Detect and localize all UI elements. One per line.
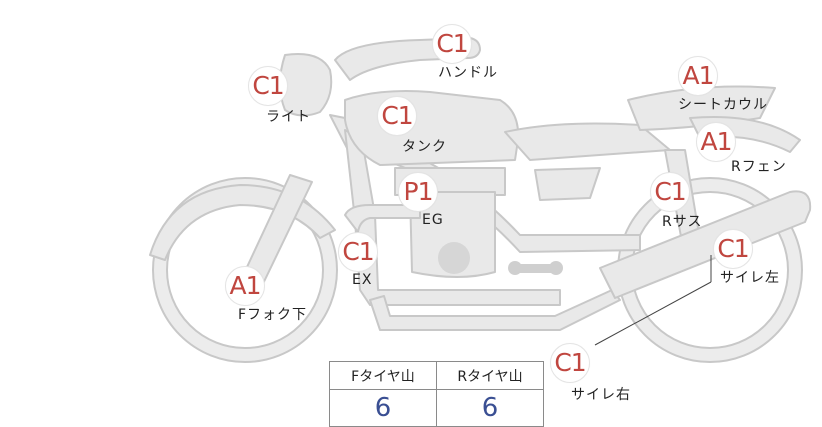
front-tire-tread-value: 6 [329, 389, 437, 427]
engine-block [409, 191, 496, 278]
engine-detail [438, 242, 470, 274]
leader-line-muffler-right [594, 281, 712, 346]
rear-tire-tread-header: Rタイヤ山 [436, 361, 544, 390]
handle-label: ハンドル [438, 65, 498, 81]
muffler-left-grade-badge: C1 [713, 229, 753, 269]
tire-tread-header-row: Fタイヤ山 Rタイヤ山 [329, 361, 544, 390]
tank-grade-badge: C1 [377, 96, 417, 136]
exhaust-label: EX [352, 272, 373, 288]
rear-fender-label: Rフェン [731, 159, 787, 175]
front-fork-label: Fフォク下 [238, 307, 308, 323]
front-tire-tread-header: Fタイヤ山 [329, 361, 437, 390]
muffler [599, 190, 812, 299]
rear-tire-tread-value: 6 [436, 389, 544, 427]
light-grade-badge: C1 [248, 66, 288, 106]
muffler-right-label: サイレ右 [571, 387, 631, 403]
light-label: ライト [266, 109, 311, 125]
tire-tread-table: Fタイヤ山 Rタイヤ山 6 6 [329, 361, 544, 427]
rear-suspension-grade-badge: C1 [650, 172, 690, 212]
seat-cowl-label: シートカウル [678, 97, 768, 113]
tire-tread-value-row: 6 6 [329, 389, 544, 427]
front-fork-grade-badge: A1 [225, 266, 265, 306]
seat-cowl-grade-badge: A1 [678, 56, 718, 96]
tank-label: タンク [402, 139, 447, 155]
side-cover [534, 167, 601, 201]
rear-fender-grade-badge: A1 [696, 122, 736, 162]
exhaust-grade-badge: C1 [338, 232, 378, 272]
engine-grade-badge: P1 [398, 172, 438, 212]
muffler-left-label: サイレ左 [720, 270, 780, 286]
rear-suspension-label: Rサス [662, 214, 703, 230]
exhaust-pipe [344, 204, 421, 233]
footpeg [508, 261, 563, 275]
engine-label: EG [422, 212, 444, 228]
handle-grade-badge: C1 [432, 24, 472, 64]
muffler-right-grade-badge: C1 [550, 343, 590, 383]
